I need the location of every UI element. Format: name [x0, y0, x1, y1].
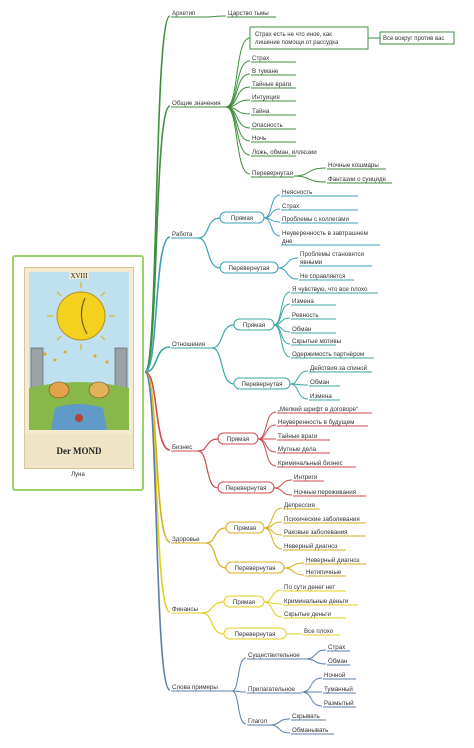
health-reversed-item: Нетипичные [306, 569, 342, 576]
health-upright-item: Депрессия [284, 502, 315, 509]
words-verb: Глагол [248, 718, 267, 725]
work-upright-item: Неясность [282, 189, 312, 196]
business-upright-item: Мутные дела [278, 446, 317, 453]
card-title: Der MOND [56, 446, 102, 456]
words-adjective-item: Туманный [324, 686, 353, 693]
business-reversed: Перевернутая [226, 485, 267, 492]
words-verb-item: Скрывать [292, 713, 320, 720]
relations-reversed-item: Действия за спиной [310, 365, 368, 372]
general-item: Ложь, обман, иллюзии [252, 149, 317, 156]
branch-finance: Финансы [172, 606, 199, 613]
finance-upright: Прямая [233, 599, 255, 606]
tarot-card: XVIII Der MOND Луна [12, 255, 144, 491]
finance-upright-item: Криминальные деньги [284, 598, 349, 605]
finance-reversed: Перевернутая [235, 631, 276, 638]
health-upright-item: Психические заболевания [284, 516, 360, 523]
health-upright-item: Раковые заболевания [284, 529, 348, 536]
general-item: Тайные враги [252, 81, 292, 88]
card-numeral: XVIII [70, 272, 88, 280]
finance-upright-item: Скрытые деньги [284, 611, 331, 618]
words-noun: Существительное [248, 652, 300, 659]
work-reversed-item: Не справляется [300, 273, 346, 280]
moon-card-image: XVIII Der MOND [24, 267, 134, 469]
branch-words: Слова примеры [172, 684, 218, 691]
relations-upright: Прямая [243, 322, 265, 329]
branch-general: Общие значения [172, 100, 221, 107]
health-upright: Прямая [234, 525, 256, 532]
business-upright-item: Неуверенность в будущем [278, 419, 354, 426]
health-reversed: Перевернутая [235, 565, 276, 572]
relations-reversed: Перевернутая [242, 381, 283, 388]
branch-work: Работа [172, 231, 193, 238]
relations-upright-item: Обман [292, 326, 311, 333]
general-reversed-item: Фантазии о суициде [328, 176, 387, 183]
general-reversed-item: Ночные кошмары [328, 162, 379, 169]
relations-upright-item: Одержимость партнёром [292, 351, 364, 358]
finance-upright-item: По сути денег нет [284, 584, 335, 591]
card-caption: Луна [71, 472, 85, 478]
general-item: В тумане [252, 68, 279, 75]
relations-upright-item: Измена [292, 298, 314, 305]
general-reversed: Перевернутая [252, 170, 293, 177]
general-item: Страх [252, 55, 270, 62]
general-item: Ночь [252, 135, 266, 142]
words-verb-item: Обманывать [292, 727, 328, 734]
work-upright: Прямая [231, 215, 253, 222]
work-reversed: Перевернутая [229, 265, 270, 272]
business-upright-item: „Мелкий шрифт в договоре“ [278, 406, 358, 413]
branch-health: Здоровье [172, 536, 200, 543]
business-upright-item: Тайные враги [278, 433, 318, 440]
branch-business: Бизнес [172, 444, 192, 451]
work-upright-item: Проблемы с коллегами [282, 216, 349, 223]
relations-upright-item: Скрытые мотивы [292, 338, 342, 345]
words-adjective-item: Ночной [324, 672, 346, 679]
finance-reversed-item: Все плохо [304, 628, 334, 635]
branch-archetype: Архетип [172, 10, 195, 17]
business-upright-item: Криминальный бизнес [278, 460, 343, 467]
relations-upright-item: Ревность [292, 312, 319, 319]
words-noun-item: Обман [328, 658, 347, 665]
relations-reversed-item: Измена [310, 393, 332, 400]
words-noun-item: Страх [328, 644, 346, 651]
health-reversed-item: Неверный диагноз [306, 557, 360, 564]
general-item: Опасность [252, 122, 283, 129]
archetype-value: Царство тьмы [228, 10, 269, 17]
work-upright-item: Страх [282, 203, 300, 210]
quote-child: Все вокруг против вас [383, 36, 444, 42]
relations-reversed-item: Обман [310, 379, 329, 386]
health-upright-item: Неверный диагноз [284, 543, 338, 550]
general-item: Тайна [252, 108, 270, 115]
business-reversed-item: Интриги [294, 474, 318, 481]
branch-relations: Отношения [172, 341, 205, 348]
business-upright: Прямая [227, 436, 249, 443]
moon-card-illustration: XVIII Der MOND [25, 268, 133, 468]
business-reversed-item: Ночные переживания [294, 489, 356, 496]
general-item: Интуиция [252, 94, 280, 101]
relations-upright-item: Я чувствую, что все плохо [292, 286, 368, 293]
quote-child-box [379, 31, 455, 45]
words-adjective: Прилагательное [248, 686, 296, 693]
words-adjective-item: Размытый [324, 700, 354, 707]
